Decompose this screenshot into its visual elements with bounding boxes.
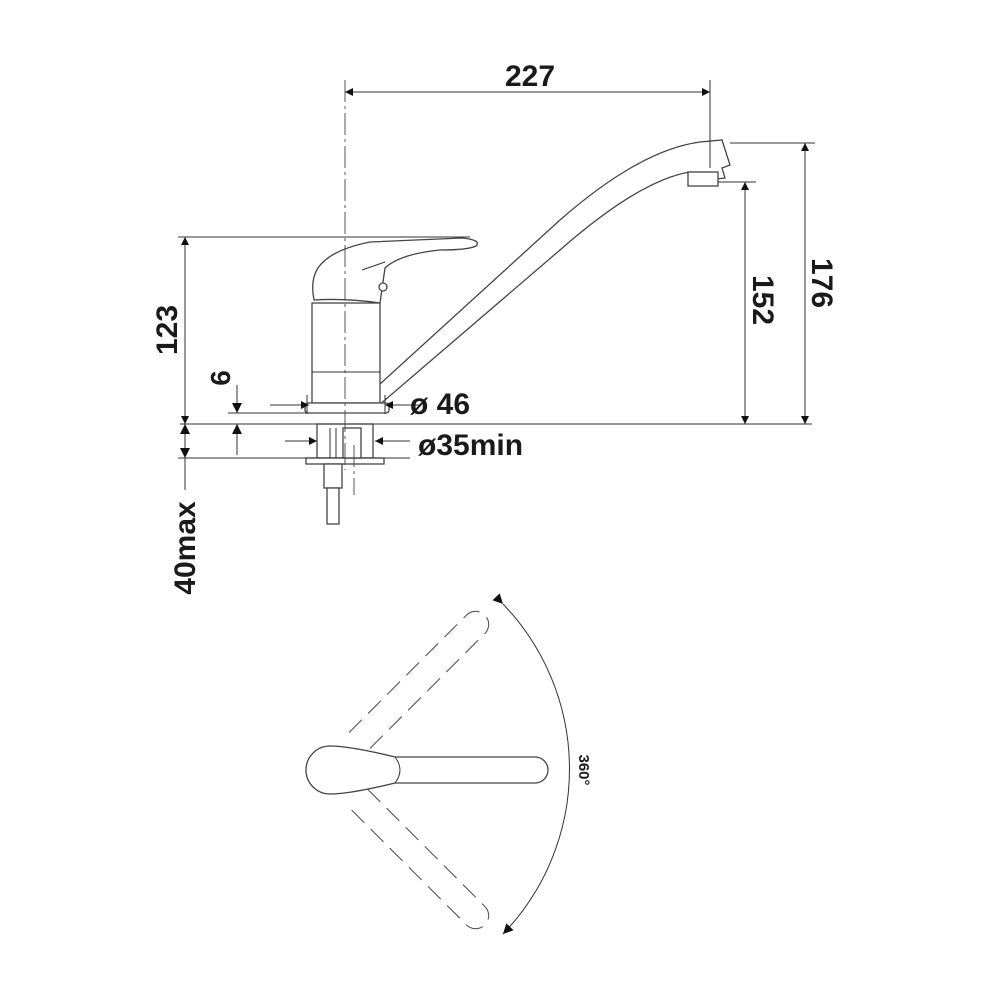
lever-ghost-left xyxy=(348,610,490,752)
aerator xyxy=(687,171,719,187)
dim-label-123: 123 xyxy=(151,305,184,355)
lever-ghost-right xyxy=(348,788,490,930)
faucet-side-view xyxy=(304,139,731,525)
dimension-spout-reach: 227 xyxy=(345,60,710,96)
dimension-lever-height: 123 xyxy=(151,237,189,424)
extension-lines xyxy=(178,80,815,459)
threaded-rod-tip xyxy=(326,487,340,525)
spout xyxy=(370,139,731,407)
dim-label-227: 227 xyxy=(505,60,555,93)
dimension-spout-height: 152 xyxy=(741,182,779,424)
dimension-base-thickness: 6 xyxy=(205,370,242,455)
rotation-arc xyxy=(492,593,570,935)
dimension-total-height: 176 xyxy=(801,143,838,424)
dim-label-152: 152 xyxy=(746,275,779,325)
hose-connector xyxy=(342,427,362,459)
dim-label-35min: ø35min xyxy=(418,429,523,462)
dim-label-6: 6 xyxy=(205,370,236,386)
lever-top xyxy=(305,745,549,795)
dim-label-360: 360° xyxy=(575,754,592,785)
lever-handle xyxy=(312,237,479,304)
dim-label-40max: 40max xyxy=(169,501,202,595)
faucet-body xyxy=(311,302,381,404)
threaded-rod xyxy=(323,463,343,489)
lever-top-view: 360° xyxy=(305,593,592,935)
dimension-base-diameter: ø 46 xyxy=(270,388,470,421)
dim-label-46: ø 46 xyxy=(410,388,470,421)
dim-label-176: 176 xyxy=(805,258,838,308)
dimension-max-deck: 40max xyxy=(169,424,202,595)
dimension-hole-diameter: ø35min xyxy=(285,429,523,462)
base-plate xyxy=(304,402,390,414)
